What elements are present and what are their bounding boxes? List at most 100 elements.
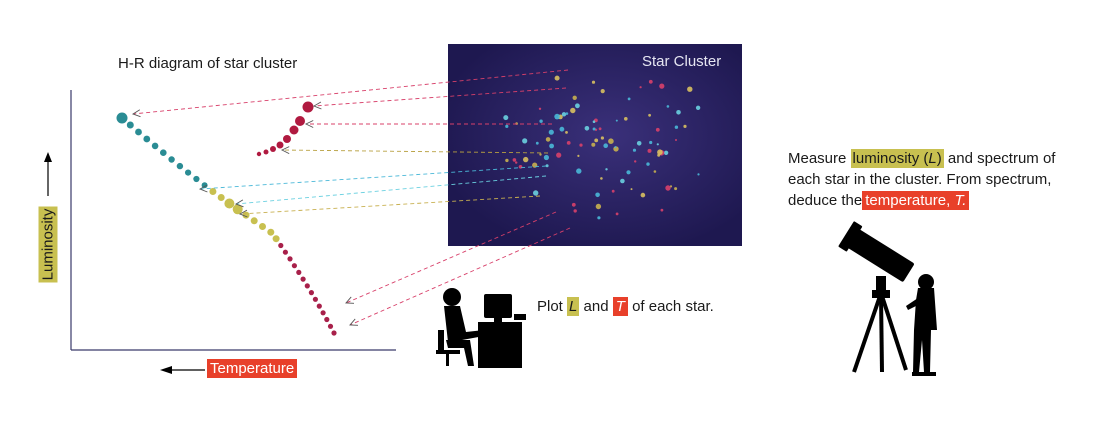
cluster-star xyxy=(571,202,576,207)
cluster-star xyxy=(579,143,583,147)
temperature-arrow-icon xyxy=(160,366,205,374)
cluster-star xyxy=(548,129,554,135)
mapping-arrow-line xyxy=(281,149,549,154)
cluster-star xyxy=(663,150,669,155)
cluster-star xyxy=(632,148,637,152)
cluster-star xyxy=(630,188,633,191)
cluster-star xyxy=(624,117,628,121)
hr-giant-point xyxy=(302,101,314,113)
hr-giant-point xyxy=(289,125,299,135)
cluster-star xyxy=(649,140,653,145)
luminosity-axis-label: Luminosity xyxy=(38,195,58,295)
cluster-star xyxy=(565,112,569,115)
hr-main-sequence-point xyxy=(217,194,225,201)
cluster-star xyxy=(545,137,551,142)
cluster-stars xyxy=(503,75,701,220)
plot-caption-L: L xyxy=(567,297,580,316)
hr-main-sequence-point xyxy=(287,256,293,262)
cluster-star xyxy=(697,173,700,176)
cluster-star xyxy=(656,143,659,146)
cluster-star xyxy=(505,124,509,128)
cluster-star xyxy=(559,126,565,132)
cluster-star xyxy=(515,161,518,164)
mapping-arrow-head xyxy=(312,101,322,110)
mapping-arrow-head xyxy=(198,184,208,193)
hr-main-sequence-point xyxy=(300,276,306,282)
cluster-star xyxy=(503,115,509,121)
cluster-star xyxy=(600,177,603,180)
hr-main-sequence-point xyxy=(209,188,217,195)
hr-main-sequence-point xyxy=(250,217,258,225)
hr-main-sequence-point xyxy=(278,242,284,249)
cluster-star xyxy=(695,105,701,111)
hr-main-sequence-point xyxy=(282,249,288,255)
cluster-star xyxy=(639,86,642,89)
cluster-star xyxy=(674,187,678,191)
cluster-star xyxy=(600,136,605,140)
cluster-star xyxy=(591,142,596,147)
cluster-star xyxy=(615,212,619,216)
cluster-star xyxy=(603,143,608,148)
hr-giant-point xyxy=(256,151,262,157)
cluster-star xyxy=(592,127,596,131)
hr-main-sequence-point xyxy=(331,330,337,336)
cluster-star xyxy=(538,107,542,111)
plot-caption: Plot L and T of each star. xyxy=(537,297,714,316)
mapping-arrow-line xyxy=(235,175,547,205)
cluster-star xyxy=(594,138,599,143)
hr-giant-point xyxy=(270,146,276,152)
cluster-star xyxy=(675,139,677,141)
mapping-arrow-line xyxy=(313,87,567,107)
mapping-arrow-head xyxy=(280,146,290,155)
cluster-star xyxy=(545,164,549,168)
hr-main-sequence-point xyxy=(267,228,275,236)
telescope-observer-icon xyxy=(838,221,937,376)
cluster-star xyxy=(646,162,650,166)
cluster-star xyxy=(577,154,580,157)
hr-main-sequence-point xyxy=(160,149,167,156)
cluster-star xyxy=(666,105,670,108)
cluster-star xyxy=(634,160,637,163)
cluster-star xyxy=(626,170,631,175)
hr-main-sequence-point xyxy=(312,296,318,302)
cluster-star xyxy=(592,120,596,123)
hr-main-sequence-point xyxy=(143,135,151,143)
mapping-arrow-line xyxy=(349,227,571,326)
hr-diagram-title: H-R diagram of star cluster xyxy=(118,55,298,72)
cluster-star xyxy=(535,141,539,145)
hr-main-sequence-point xyxy=(304,283,310,289)
star-cluster-title: Star Cluster xyxy=(642,53,722,70)
cluster-star xyxy=(572,95,577,101)
cluster-star xyxy=(611,189,615,193)
cluster-star xyxy=(595,203,602,210)
cluster-star xyxy=(605,168,608,171)
cluster-star xyxy=(660,208,664,212)
hr-main-sequence-point xyxy=(327,323,334,329)
cluster-star xyxy=(598,127,602,131)
cluster-star xyxy=(608,138,614,144)
cluster-star xyxy=(600,89,605,94)
hr-main-sequence-point xyxy=(272,235,280,243)
temperature-label-text: Temperature xyxy=(207,359,298,378)
cluster-star xyxy=(573,209,577,213)
cluster-star xyxy=(597,216,601,220)
cluster-star xyxy=(687,86,693,92)
cluster-star xyxy=(659,83,665,89)
cluster-star xyxy=(648,79,653,84)
cluster-star xyxy=(576,168,582,174)
hr-main-sequence-point xyxy=(116,112,128,124)
plot-caption-mid: and xyxy=(579,298,613,315)
temperature-highlight: temperature, T. xyxy=(862,191,970,210)
hr-giant-point xyxy=(276,141,284,149)
hr-main-sequence-point xyxy=(126,121,134,129)
cluster-star xyxy=(543,154,550,161)
hr-main-sequence-point xyxy=(185,169,192,176)
cluster-star xyxy=(648,113,651,117)
mapping-arrow-line xyxy=(345,211,557,304)
cluster-star xyxy=(647,148,652,153)
cluster-star xyxy=(620,178,625,184)
hr-main-sequence-point xyxy=(176,162,184,170)
person-at-computer-icon xyxy=(436,288,526,368)
cluster-star xyxy=(522,138,528,144)
